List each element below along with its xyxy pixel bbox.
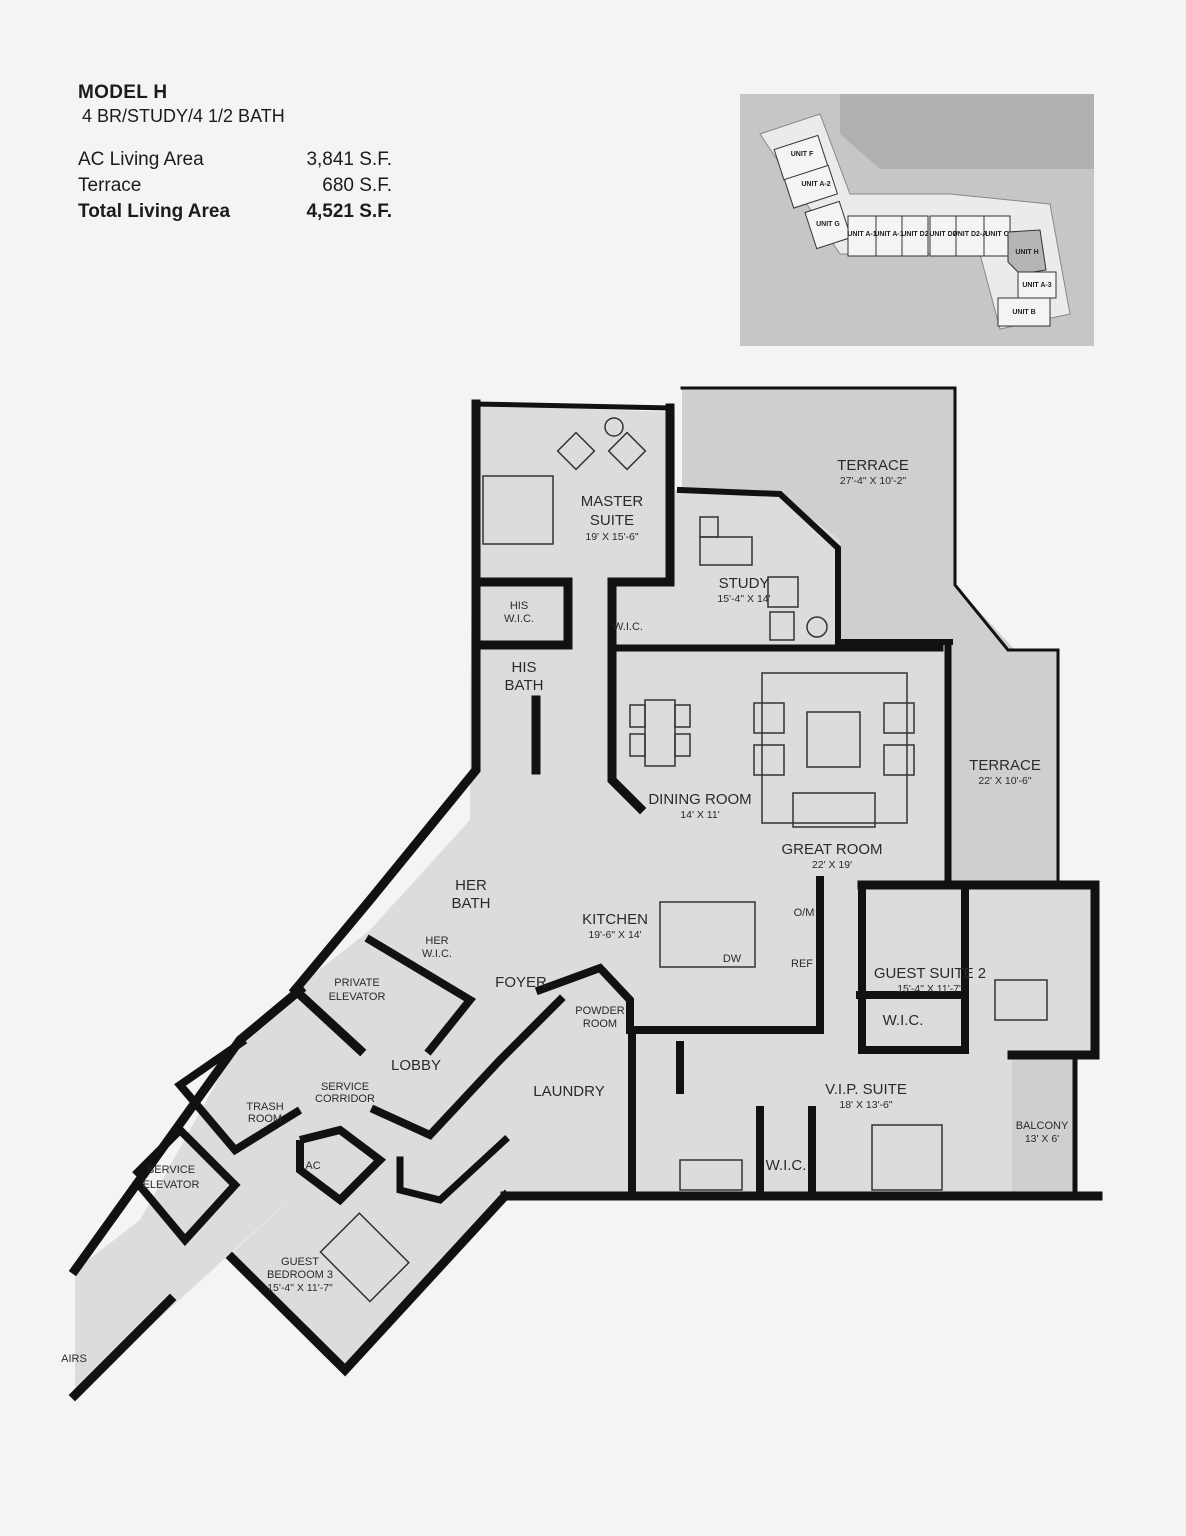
study-label: STUDY	[719, 575, 770, 592]
his-bath-label: HIS	[511, 659, 536, 676]
terrace-2-label: TERRACE	[969, 757, 1041, 774]
dishwasher-label: DW	[723, 953, 742, 965]
service-area-walls	[131, 1036, 387, 1247]
private-elevator-label-2: ELEVATOR	[329, 991, 386, 1003]
area-row-terrace: Terrace 680 S.F.	[78, 173, 392, 199]
key-unit-g: UNIT G	[816, 221, 840, 228]
key-unit-c: UNIT C	[985, 231, 1008, 238]
service-elevator-label: SERVICE	[147, 1164, 195, 1176]
his-wic-label: HIS	[510, 600, 528, 612]
guest-suite-2-label: GUEST SUITE 2	[874, 965, 986, 982]
key-unit-h: UNIT H	[1015, 249, 1038, 256]
kitchen-dims: 19'-6" X 14'	[588, 929, 641, 941]
area-row-ac: AC Living Area 3,841 S.F.	[78, 147, 392, 173]
foyer-label: FOYER	[495, 974, 547, 991]
area-label: AC Living Area	[78, 149, 204, 170]
dining-room-label: DINING ROOM	[648, 791, 751, 808]
powder-room-label: POWDER	[575, 1005, 625, 1017]
trash-room-label-2: ROOM	[248, 1113, 282, 1125]
area-value: 3,841 S.F.	[306, 149, 392, 170]
area-value: 4,521 S.F.	[306, 201, 392, 222]
refrigerator-label: REF	[791, 958, 813, 970]
kitchen-label: KITCHEN	[582, 911, 648, 928]
service-corridor-label-2: CORRIDOR	[315, 1093, 375, 1105]
her-wic-label: HER	[425, 935, 448, 947]
key-unit-b: UNIT B	[1012, 309, 1035, 316]
his-wic-label-2: W.I.C.	[504, 613, 534, 625]
guest-suite-2-wic-label: W.I.C.	[883, 1012, 924, 1029]
ac-label: AC	[305, 1160, 320, 1172]
vip-wic-label: W.I.C.	[766, 1157, 807, 1174]
guest-bedroom-3-dims: 15'-4" X 11'-7"	[267, 1282, 333, 1294]
room-labels: MASTER SUITE 19' X 15'-6" TERRACE 27'-4"…	[61, 457, 1069, 1365]
terrace-area	[682, 388, 1058, 885]
her-bath-label: HER	[455, 877, 487, 894]
plan-header: MODEL H 4 BR/STUDY/4 1/2 BATH AC Living …	[78, 82, 392, 225]
terrace-1-dims: 27'-4" X 10'-2"	[840, 475, 907, 487]
great-room-dims: 22' X 19'	[812, 859, 852, 871]
stairs-label: AIRS	[61, 1353, 87, 1365]
balcony-dims: 13' X 6'	[1025, 1133, 1059, 1145]
key-unit-d2a: UNIT D2-A	[953, 231, 988, 238]
powder-room-label-2: ROOM	[583, 1018, 617, 1030]
key-unit-d2: UNIT D2	[901, 231, 928, 238]
master-suite-label: MASTER	[581, 493, 644, 510]
her-wic-label-2: W.I.C.	[422, 948, 452, 960]
key-unit-a1: UNIT A-1	[847, 231, 876, 238]
oven-microwave-label: O/M	[794, 907, 815, 919]
key-unit-d2b: UNIT D2	[929, 231, 956, 238]
balcony-area	[1012, 1058, 1075, 1195]
key-unit-a3: UNIT A-3	[1022, 282, 1051, 289]
area-row-total: Total Living Area 4,521 S.F.	[78, 199, 392, 225]
area-label: Total Living Area	[78, 201, 231, 222]
guest-suite-2-dims: 15'-4" X 11'-7"	[897, 983, 963, 995]
guest-bedroom-3-label-2: BEDROOM 3	[267, 1269, 333, 1281]
key-unit-a1b: UNIT A-1	[874, 231, 903, 238]
model-title: MODEL H	[78, 82, 168, 103]
her-bath-label-2: BATH	[452, 895, 491, 912]
study-dims: 15'-4" X 14'	[717, 593, 770, 605]
model-config: 4 BR/STUDY/4 1/2 BATH	[82, 106, 285, 126]
key-plan: UNIT F UNIT A-2 UNIT G UNIT A-1 UNIT A-1…	[740, 94, 1094, 346]
service-corridor-label: SERVICE	[321, 1081, 369, 1093]
furniture	[319, 417, 1048, 1303]
lobby-label: LOBBY	[391, 1057, 441, 1074]
service-elevator-label-2: ELEVATOR	[143, 1179, 200, 1191]
area-value: 680 S.F.	[322, 175, 392, 196]
master-suite-dims: 19' X 15'-6"	[585, 531, 639, 543]
interior-area	[75, 405, 1095, 1395]
terrace-1-label: TERRACE	[837, 457, 909, 474]
key-unit-f: UNIT F	[791, 151, 814, 158]
vip-suite-dims: 18' X 13'-6"	[839, 1099, 893, 1111]
laundry-label: LAUNDRY	[533, 1083, 604, 1100]
dining-room-dims: 14' X 11'	[680, 809, 719, 821]
area-label: Terrace	[78, 175, 142, 196]
great-room-label: GREAT ROOM	[781, 841, 882, 858]
balcony-label: BALCONY	[1016, 1120, 1069, 1132]
key-plan-drawing: UNIT F UNIT A-2 UNIT G UNIT A-1 UNIT A-1…	[740, 94, 1094, 346]
area-table: AC Living Area 3,841 S.F. Terrace 680 S.…	[78, 147, 392, 225]
private-elevator-label: PRIVATE	[334, 977, 379, 989]
vip-suite-label: V.I.P. SUITE	[825, 1081, 907, 1098]
master-wic-label: W.I.C.	[613, 621, 643, 633]
his-bath-label-2: BATH	[505, 677, 544, 694]
guest-bedroom-3-label: GUEST	[281, 1256, 319, 1268]
master-suite-label-2: SUITE	[590, 512, 634, 529]
trash-room-label: TRASH	[246, 1101, 283, 1113]
terrace-2-dims: 22' X 10'-6"	[978, 775, 1032, 787]
key-unit-a2: UNIT A-2	[801, 181, 830, 188]
